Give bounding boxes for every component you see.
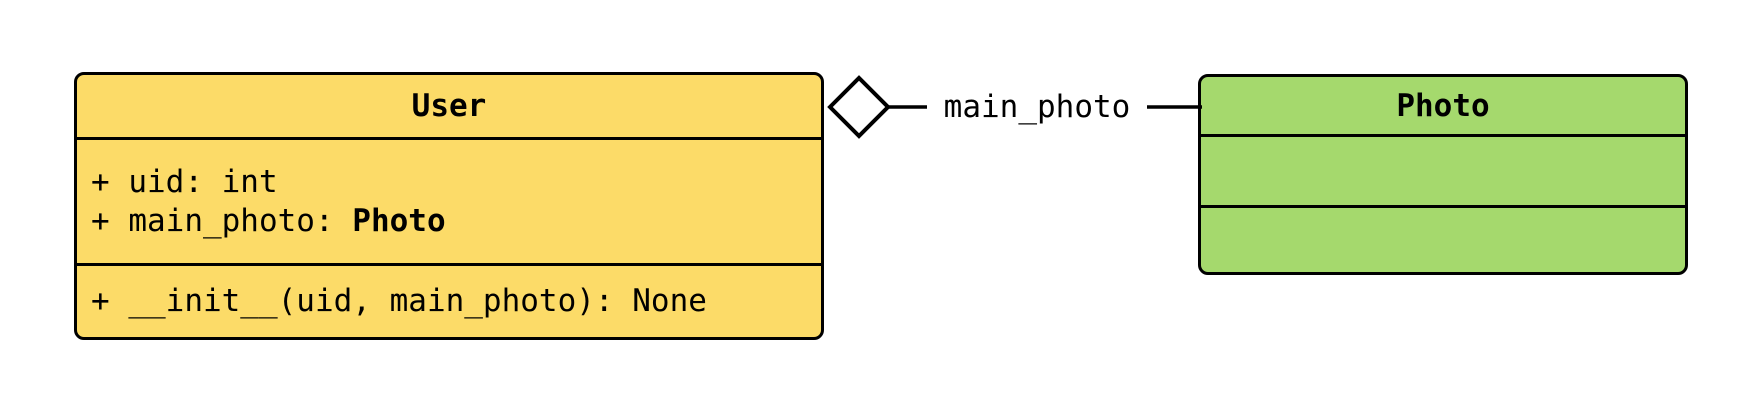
aggregation-diamond-icon bbox=[827, 75, 891, 139]
uml-class-user: User + uid: int + main_photo: Photo + __… bbox=[74, 72, 824, 340]
photo-class-title: Photo bbox=[1201, 77, 1685, 137]
user-method-init: + __init__(uid, main_photo): None bbox=[91, 283, 707, 319]
user-attribute-main-photo: + main_photo: Photo bbox=[91, 202, 446, 239]
user-class-title: User bbox=[77, 75, 821, 140]
photo-methods-section bbox=[1201, 208, 1685, 272]
uml-class-photo: Photo bbox=[1198, 74, 1688, 275]
relation-label: main_photo bbox=[927, 88, 1147, 126]
photo-attributes-section bbox=[1201, 137, 1685, 208]
user-attribute-uid: + uid: int bbox=[91, 163, 278, 200]
user-attributes-section: + uid: int + main_photo: Photo bbox=[77, 140, 821, 266]
aggregation-relation bbox=[827, 75, 1202, 139]
user-methods-section: + __init__(uid, main_photo): None bbox=[77, 266, 821, 337]
